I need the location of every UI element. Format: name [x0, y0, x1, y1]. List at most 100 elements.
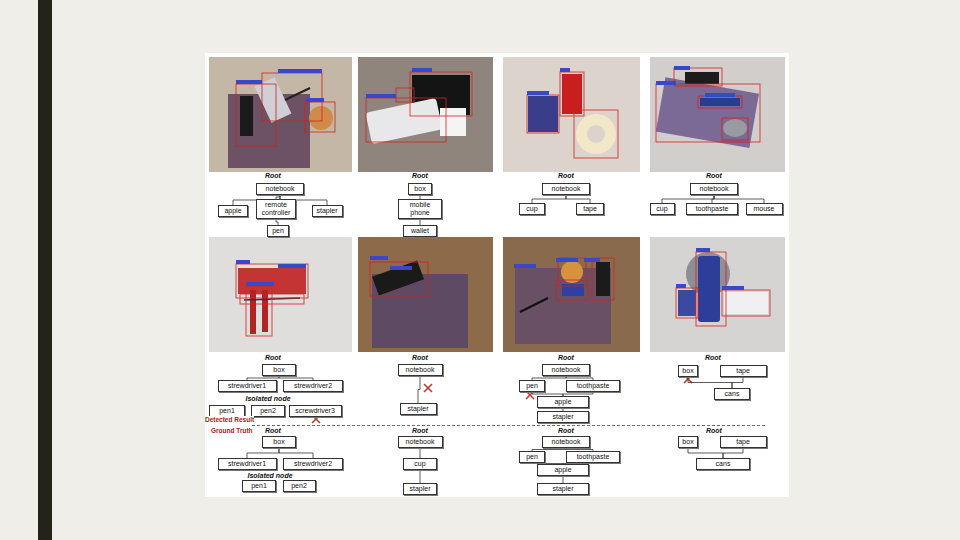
node-text: notebook [260, 185, 300, 193]
node-text: box [682, 438, 694, 446]
root-label: Root [558, 427, 574, 435]
node-text: cup [654, 205, 671, 213]
object-box: pen [519, 380, 545, 392]
object-box: pen2 [283, 480, 316, 492]
object-box: tape [720, 365, 767, 377]
node-text: strewdriver2 [287, 460, 339, 468]
node-text: stapler [404, 405, 433, 413]
node-text: pen1 [213, 407, 241, 415]
node-text: cup [523, 205, 541, 213]
object-box: notebook [256, 183, 304, 195]
object-box: strewdriver2 [283, 458, 343, 470]
object-box: stapler [537, 483, 589, 495]
node-text: box [266, 438, 292, 446]
object-box: remote controller [256, 199, 296, 219]
object-box: stapler [400, 403, 437, 415]
object-box: tape [576, 203, 604, 215]
tree-connector [420, 470, 421, 483]
tree-connector [532, 195, 566, 203]
object-box: pen1 [242, 480, 276, 492]
root-label: Root [706, 172, 722, 180]
node-text: toothpaste [570, 453, 616, 461]
node-text: tape [724, 367, 763, 375]
node-text: cup [407, 460, 433, 468]
node-text: pen [523, 453, 541, 461]
node-text: pen [271, 227, 285, 235]
node-text: mobile phone [402, 201, 438, 217]
tree-connector [723, 448, 743, 458]
root-label: Root [706, 427, 722, 435]
object-box: cans [714, 388, 750, 400]
object-box: cup [519, 203, 545, 215]
node-text: apple [222, 207, 244, 215]
object-box: box [678, 436, 698, 448]
object-box: notebook [542, 436, 590, 448]
object-box: apple [218, 205, 248, 217]
node-text: pen2 [255, 407, 281, 415]
separator-line [252, 425, 766, 426]
object-box: pen2 [251, 405, 285, 417]
root-label: Root [412, 354, 428, 362]
root-label: Root [265, 172, 281, 180]
object-box: notebook [690, 183, 738, 195]
node-text: apple [541, 466, 585, 474]
node-text: mouse [750, 205, 779, 213]
node-text: notebook [402, 438, 439, 446]
object-box: notebook [398, 436, 443, 448]
tree-connector [566, 195, 590, 203]
object-box: box [262, 436, 296, 448]
tree-connector [688, 448, 723, 458]
node-text: pen [523, 382, 541, 390]
tree-connector [247, 448, 279, 458]
object-box: tape [720, 436, 767, 448]
root-label: Root [412, 172, 428, 180]
object-box: strewdriver2 [283, 380, 343, 392]
object-box: box [262, 364, 296, 376]
object-box: toothpaste [566, 451, 620, 463]
node-text: notebook [546, 185, 586, 193]
node-text: stapler [407, 485, 433, 493]
object-box: mouse [746, 203, 783, 215]
error-marks [312, 375, 692, 423]
node-text: box [266, 366, 292, 374]
node-text: stapler [541, 413, 585, 421]
node-text: cans [718, 390, 746, 398]
object-box: strewdriver1 [218, 458, 277, 470]
node-text: wallet [407, 227, 433, 235]
node-text: strewdriver1 [222, 382, 273, 390]
node-text: tape [724, 438, 763, 446]
tree-connector [688, 377, 732, 388]
object-box: mobile phone [398, 199, 442, 219]
object-box: apple [537, 464, 589, 476]
object-box: apple [537, 396, 589, 408]
root-label: Root [265, 427, 281, 435]
object-box: cans [696, 458, 750, 470]
node-text: notebook [402, 366, 439, 374]
node-text: box [682, 367, 694, 375]
node-text: cans [700, 460, 746, 468]
side-bar [38, 0, 52, 540]
tree-connector [279, 448, 313, 458]
object-box: stapler [537, 411, 589, 423]
node-text: tape [580, 205, 600, 213]
node-text: strewdriver2 [287, 382, 339, 390]
object-box: pen [519, 451, 545, 463]
object-box: box [408, 183, 432, 195]
object-box: strewdriver1 [218, 380, 277, 392]
object-box: stapler [312, 205, 343, 217]
object-box: notebook [542, 364, 590, 376]
object-box: toothpaste [566, 380, 620, 392]
legend-note: Detected Result [205, 416, 254, 424]
node-text: stapler [316, 207, 339, 215]
object-box: notebook [398, 364, 443, 376]
object-box: cup [650, 203, 675, 215]
root-label: Root [705, 354, 721, 362]
root-label: Root [412, 427, 428, 435]
tree-connector [563, 476, 564, 483]
tree-connector [662, 195, 714, 203]
object-box: box [678, 365, 698, 377]
node-text: strewdriver1 [222, 460, 273, 468]
object-box: notebook [542, 183, 590, 195]
